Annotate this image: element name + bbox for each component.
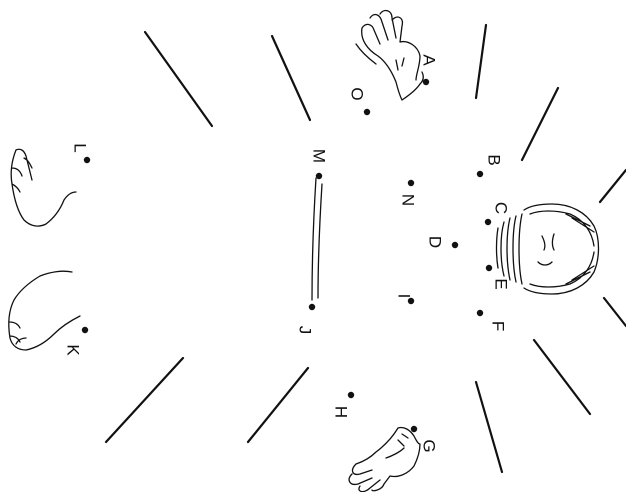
ray-bottom-right-2 [534,340,590,414]
ray-top-right-3 [600,170,626,202]
label-e: E [492,278,511,289]
label-i: I [395,294,414,299]
label-f: F [489,321,508,331]
label-m: M [310,149,329,163]
ray-top-left [145,32,212,126]
ray-bottom-right-1 [476,382,502,472]
dot-b[interactable] [477,171,483,177]
dot-d[interactable] [452,242,458,248]
ray-top-mid [272,36,310,120]
label-a: A [420,54,439,66]
dot-h[interactable] [348,392,354,398]
label-b: B [485,154,504,165]
dot-j[interactable] [309,304,315,310]
foot-right-drawing [9,271,80,350]
dot-k[interactable] [82,327,88,333]
dot-c[interactable] [485,219,491,225]
ray-bottom-left [106,358,183,442]
dot-f[interactable] [477,310,483,316]
dot-i[interactable] [408,298,414,304]
label-k: K [64,344,83,356]
ray-top-right-1 [476,25,486,98]
label-h: H [332,406,351,418]
dot-n[interactable] [408,180,414,186]
dot-m[interactable] [316,173,322,179]
ray-top-right-2 [522,88,558,160]
dot-l[interactable] [84,157,90,163]
body-line-drawing [312,178,322,300]
hand-bottom-drawing [349,427,420,491]
label-n: N [399,194,418,206]
label-o: O [348,87,367,100]
label-c: C [492,202,511,214]
label-d: D [426,236,445,248]
dot-g[interactable] [411,426,417,432]
dots [82,79,492,432]
dot-a[interactable] [423,79,429,85]
face-drawing [497,204,599,294]
label-j: J [296,326,315,335]
ray-bottom-mid [248,368,308,442]
dot-e[interactable] [486,265,492,271]
ray-bottom-right-3 [604,298,626,326]
foot-left-drawing [11,149,76,226]
label-l: L [71,143,90,152]
label-g: G [420,439,439,452]
dot-o[interactable] [364,109,370,115]
